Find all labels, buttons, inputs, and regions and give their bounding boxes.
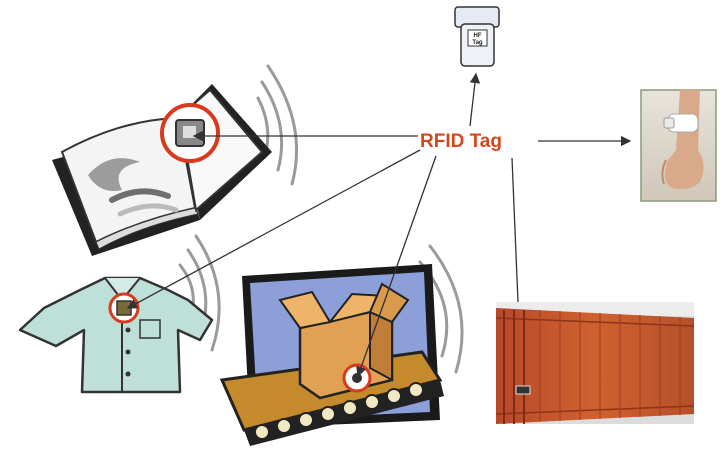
hf-tag-label-line1: HF [474,33,482,39]
box-conveyor-illustration [219,244,464,446]
connectors [126,72,632,378]
rfid-tag-label: RFID Tag [420,131,502,152]
book-radio-waves [256,64,298,186]
shipping-container-photo [495,302,695,424]
container-rfid-seal [515,385,531,395]
connector-container [511,157,519,303]
hf-tag-card: HF Tag [454,6,500,67]
container-ribs [539,310,681,422]
book-illustration [52,64,298,256]
connector-box [356,155,437,378]
container-door-bars [503,310,525,424]
wrist-tag-photo [640,89,717,202]
connector-shirt [126,149,421,309]
connector-hf-tag [469,72,481,127]
hf-tag-label-line2: Tag [472,40,483,46]
conveyor-rollers [254,382,424,440]
shirt-illustration [18,234,221,394]
